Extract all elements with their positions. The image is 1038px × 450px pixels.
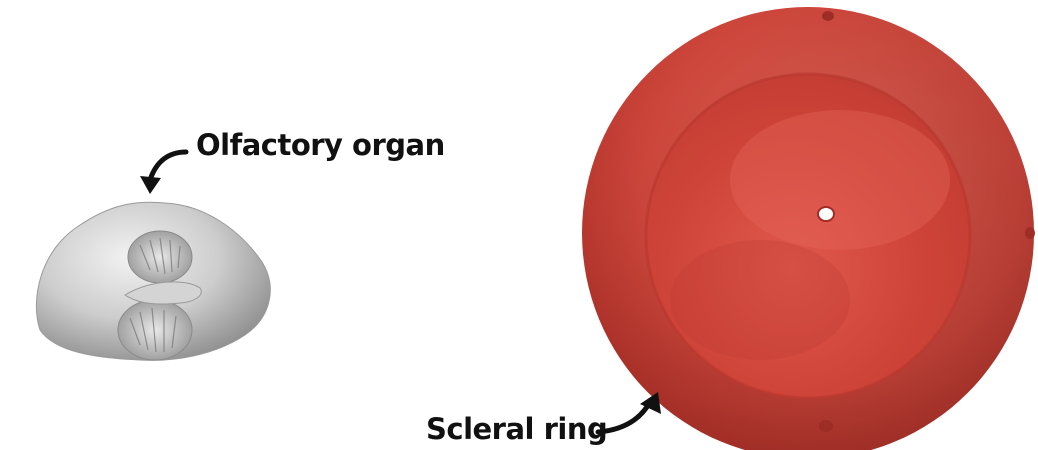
olfactory-arrow xyxy=(150,152,186,180)
scleral-ring-center-hole xyxy=(818,207,834,221)
scleral-ring-notch-bottom xyxy=(819,420,833,432)
scleral-ring-model xyxy=(582,7,1035,450)
olfactory-organ-model xyxy=(36,202,270,360)
olfactory-arrow-head xyxy=(140,176,161,194)
lower-lamella-rosette xyxy=(118,300,192,360)
scleral-ring-notch-top xyxy=(822,11,834,21)
olfactory-organ-label: Olfactory organ xyxy=(196,128,445,162)
scleral-ring-label: Scleral ring xyxy=(426,412,607,446)
scleral-ring-notch-right xyxy=(1025,227,1035,239)
